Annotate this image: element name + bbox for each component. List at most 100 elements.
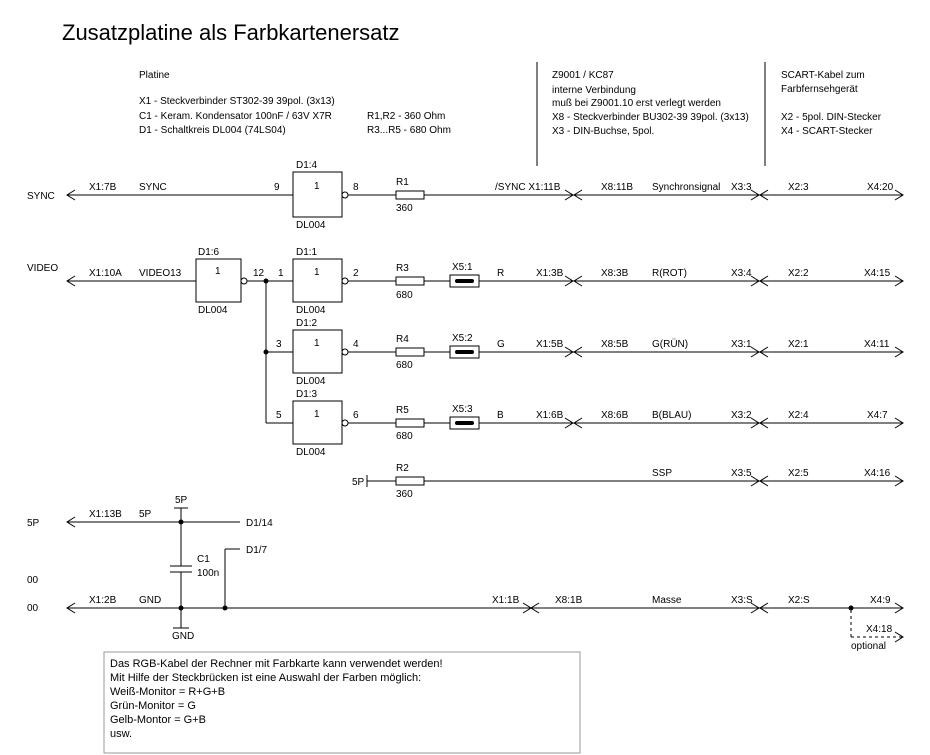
ground-x2: X2:S [788,595,810,606]
x5-3-label: X5:3 [452,404,473,415]
ssp-row: 5P R2 360 SSP X3:5 X2:5 X4:16 [352,463,904,500]
ch-b-x3: X3:2 [731,410,752,421]
r2-value: 360 [396,489,413,500]
scart-line-1: Farbfernsehgerät [781,84,858,95]
r3-label: R3 [396,263,409,274]
ground-x1: X1:2B [89,595,117,606]
power-name: 5P [139,509,152,520]
resistor-r5 [395,418,425,428]
power-row: X1:13B 5P 5P D1/14 C1 100n D1/7 [66,495,273,628]
jumper-bridge [455,421,474,425]
gate-d1-4-sym: 1 [314,181,320,192]
ch-g-color: G [497,339,505,350]
c1-label: C1 [197,554,210,565]
sync-x8: X8:11B [601,182,633,193]
resistor-info-2: R3...R5 - 680 Ohm [367,125,451,136]
z9001-line-4: X3 - DIN-Buchse, 5pol. [552,126,654,137]
resistor-r2 [395,476,425,486]
note-line-3: Weiß-Monitor = R+G+B [110,686,225,698]
ground-x1b: X1:1B [492,595,520,606]
sync-x4: X4:20 [867,182,894,193]
sync-pin-in: 9 [274,182,280,193]
r1-value: 360 [396,203,413,214]
ch-b-x4: X4:7 [867,410,888,421]
ch-b-sig: B(BLAU) [652,410,691,421]
sync-sig: Synchronsignal [652,182,720,193]
ssp-x4: X4:16 [864,468,891,479]
note-box: Das RGB-Kabel der Rechner mit Farbkarte … [103,651,581,754]
note-line-5: Gelb-Montor = G+B [110,714,206,726]
inverter-bubble [341,419,349,427]
ch-r-color: R [497,268,504,279]
sync-x2: X2:3 [788,182,809,193]
gate-d1-1-label: D1:1 [296,247,318,258]
r1-label: R1 [396,177,409,188]
d1-7-label: D1/7 [246,545,268,556]
resistor-r3 [395,276,425,286]
jumper-bridge [455,279,474,283]
ground-x3: X3:S [731,595,753,606]
gate-d1-4-label: D1:4 [296,160,318,171]
z9001-title: Z9001 / KC87 [552,70,614,81]
jumper-bridge [455,350,474,354]
sync-row: X1:7B SYNC 9 D1:4 1 DL004 8 R1 360 /SYNC… [66,160,904,231]
ground-x4b: X4:18 [866,624,893,635]
ch-g-x8: X8:5B [601,339,629,350]
power-x1: X1:13B [89,509,122,520]
ch-b-x1: X1:6B [536,410,564,421]
z9001-line-1: interne Verbindung [552,85,636,96]
ch-g-x2: X2:1 [788,339,809,350]
ch-r-pin-out: 2 [353,268,359,279]
power-top: 5P [175,495,188,506]
gate-d1-2 [292,329,343,374]
gate-d1-2-label: D1:2 [296,318,318,329]
ch-r-x2: X2:2 [788,268,809,279]
ch-g-pin-in: 3 [276,339,282,350]
channel-b: 5 D1:3 1 DL004 6 R5 680 X5:3 B X1:6B X8:… [276,389,904,458]
inverter-bubble [341,191,349,199]
video-pin-out: 12 [253,268,265,279]
ch-b-pin-in: 5 [276,410,282,421]
sync-x1b: /SYNC X1:11B [495,182,561,193]
gate-d1-4 [292,171,343,218]
ground-sig: Masse [652,595,682,606]
gate-d1-3-label: D1:3 [296,389,318,400]
label-00-b: 00 [27,603,39,614]
gate-d1-3-sym: 1 [314,409,320,420]
label-video: VIDEO [27,263,58,274]
ch-r-x1: X1:3B [536,268,564,279]
junction-dot [178,519,184,525]
sync-x1: X1:7B [89,182,117,193]
ch-b-color: B [497,410,504,421]
note-line-2: Mit Hilfe der Steckbrücken ist eine Ausw… [110,672,421,684]
ground-x8: X8:1B [555,595,583,606]
inverter-bubble [341,277,349,285]
junction-dot [848,605,854,611]
inverter-bubble [341,348,349,356]
gate-d1-4-type: DL004 [296,220,326,231]
r5-value: 680 [396,431,413,442]
platine-line-1: X1 - Steckverbinder ST302-39 39pol. (3x1… [139,96,335,107]
gate-d1-3 [292,400,343,445]
platine-line-3: D1 - Schaltkreis DL004 (74LS04) [139,125,286,136]
note-line-6: usw. [110,728,132,740]
gate-d1-6-label: D1:6 [198,247,220,258]
r3-value: 680 [396,290,413,301]
scart-line-4: X4 - SCART-Stecker [781,126,873,137]
sync-pin-out: 8 [353,182,359,193]
ch-g-pin-out: 4 [353,339,359,350]
z9001-line-3: X8 - Steckverbinder BU302-39 39pol. (3x1… [552,112,749,123]
ssp-x2: X2:5 [788,468,809,479]
label-sync: SYNC [27,191,55,202]
x5-1-label: X5:1 [452,262,473,273]
ssp-x3: X3:5 [731,468,752,479]
c1-value: 100n [197,568,219,579]
sync-name: SYNC [139,182,167,193]
junction-dot [222,605,228,611]
channel-r: 1 D1:1 1 DL004 2 R3 680 X5:1 R X1:3B X8:… [278,247,904,316]
gate-d1-1 [292,258,343,303]
r4-label: R4 [396,334,409,345]
scart-line-3: X2 - 5pol. DIN-Stecker [781,112,882,123]
ch-r-sig: R(ROT) [652,268,687,279]
resistor-r1 [395,190,425,200]
